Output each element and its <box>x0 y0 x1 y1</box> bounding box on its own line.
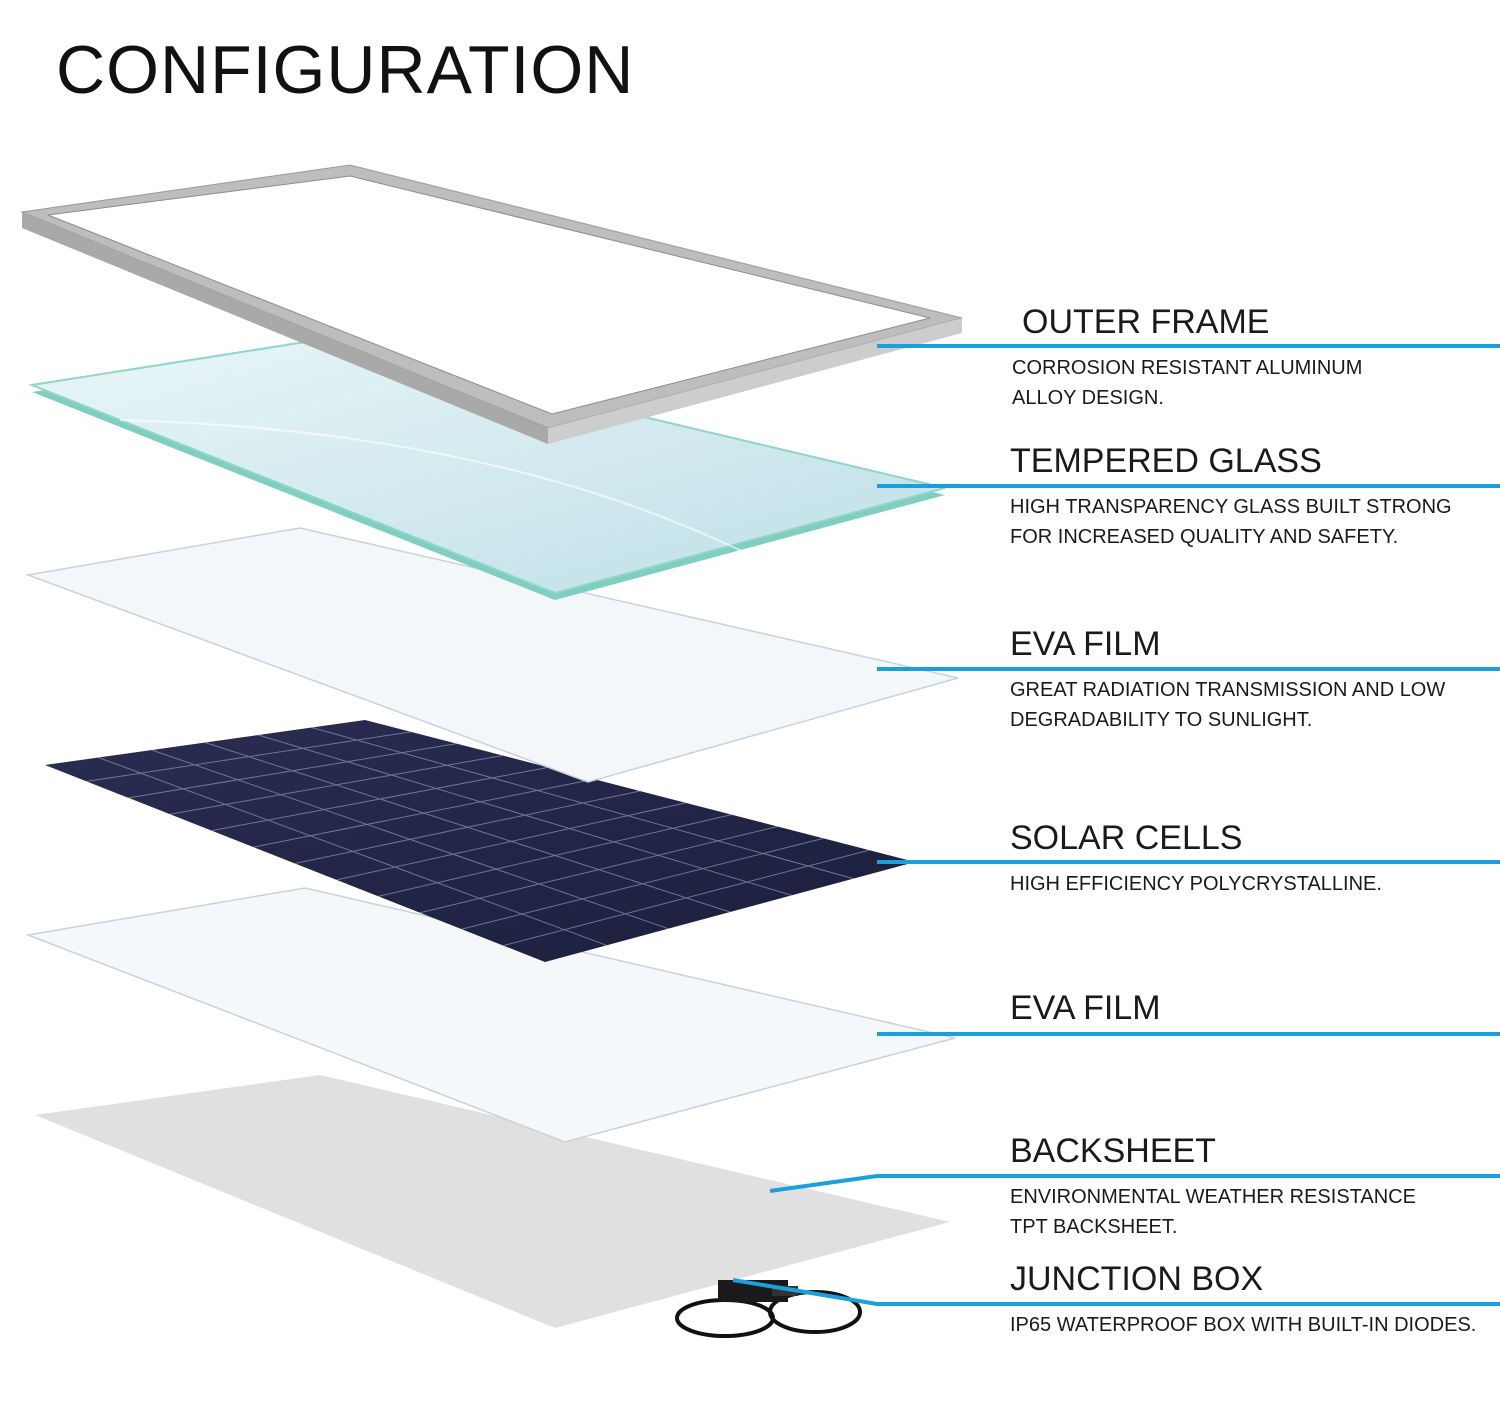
cell-column-line <box>378 814 732 897</box>
layer-name: JUNCTION BOX <box>1010 1260 1264 1298</box>
leader-backsheet <box>769 1174 1500 1193</box>
cell-column-line <box>461 837 824 930</box>
layer-description: GREAT RADIATION TRANSMISSION AND LOW DEG… <box>1010 679 1446 731</box>
cell-column-line <box>128 743 457 799</box>
cell-column-line <box>503 849 870 947</box>
backsheet-layer <box>35 1075 950 1328</box>
layer-name: BACKSHEET <box>1010 1132 1216 1170</box>
layer-label-eva-film-bottom: EVA FILM <box>1010 991 1161 1025</box>
cell-column-line <box>86 731 411 782</box>
layer-name: SOLAR CELLS <box>1010 819 1243 857</box>
layer-label-backsheet: BACKSHEET ENVIRONMENTAL WEATHER RESISTAN… <box>1010 1134 1416 1242</box>
cell-column-line <box>336 802 686 881</box>
junction-box <box>675 1280 862 1338</box>
layer-label-outer-frame: OUTER FRAME CORROSION RESISTANT ALUMINUM… <box>1012 303 1362 413</box>
cell-column-line <box>211 766 549 832</box>
eva-film-bottom-layer <box>25 887 956 1143</box>
layer-label-eva-film-top: EVA FILM GREAT RADIATION TRANSMISSION AN… <box>1010 627 1445 735</box>
layer-name: EVA FILM <box>1010 989 1161 1027</box>
layer-name: EVA FILM <box>1010 625 1161 663</box>
layer-label-solar-cells: SOLAR CELLS HIGH EFFICIENCY POLYCRYSTALL… <box>1010 821 1382 899</box>
layer-description: CORROSION RESISTANT ALUMINUM ALLOY DESIG… <box>1012 357 1363 409</box>
eva-film-top-layer <box>25 527 959 783</box>
layer-name: OUTER FRAME <box>1022 303 1270 341</box>
cell-column-line <box>169 755 503 815</box>
leader-junction-box <box>732 1278 1500 1306</box>
cell-column-line <box>253 778 595 848</box>
layer-description: HIGH EFFICIENCY POLYCRYSTALLINE. <box>1010 873 1382 895</box>
layer-description: HIGH TRANSPARENCY GLASS BUILT STRONG FOR… <box>1010 496 1452 548</box>
solar-cells-layer <box>45 720 915 962</box>
leader-lines <box>732 344 1500 1306</box>
page-title: CONFIGURATION <box>56 32 635 108</box>
layer-description: IP65 WATERPROOF BOX WITH BUILT-IN DIODES… <box>1010 1314 1477 1336</box>
outer-frame-layer <box>20 164 963 444</box>
cell-column-line <box>419 826 778 914</box>
cell-column-line <box>294 790 641 864</box>
layer-label-junction-box: JUNCTION BOX IP65 WATERPROOF BOX WITH BU… <box>1010 1262 1476 1340</box>
layer-name: TEMPERED GLASS <box>1010 442 1322 480</box>
layer-label-tempered-glass: TEMPERED GLASS HIGH TRANSPARENCY GLASS B… <box>1010 444 1452 552</box>
layer-description: ENVIRONMENTAL WEATHER RESISTANCE TPT BAC… <box>1010 1186 1416 1238</box>
